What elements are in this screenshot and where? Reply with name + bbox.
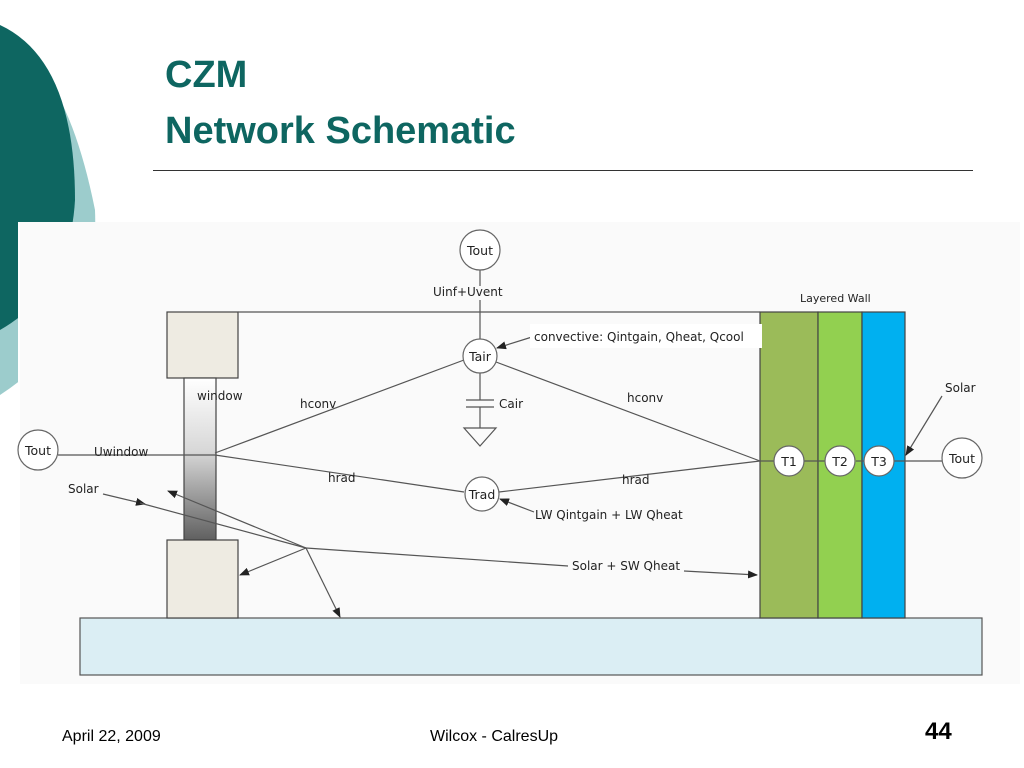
label-solar-right: Solar xyxy=(945,381,976,395)
node-t2: T2 xyxy=(824,445,856,477)
hconv-right-link xyxy=(495,361,761,462)
label-convective: convective: Qintgain, Qheat, Qcool xyxy=(534,330,744,344)
convective-label-bg xyxy=(530,324,762,348)
label-window: window xyxy=(197,389,243,403)
svg-text:T1: T1 xyxy=(780,454,797,469)
reflect-window-arrow xyxy=(167,490,307,549)
label-hrad-right: hrad xyxy=(622,473,650,487)
floor-slab xyxy=(79,617,983,676)
svg-text:Trad: Trad xyxy=(468,487,496,502)
title-divider xyxy=(153,170,973,171)
node-trad: Trad xyxy=(464,476,500,512)
slide-title-line1: CZM xyxy=(165,54,248,96)
window-upper-frame xyxy=(166,311,239,379)
label-solar-sw: Solar + SW Qheat xyxy=(572,559,680,573)
hconv-left-link xyxy=(214,359,465,454)
page-number: 44 xyxy=(925,718,952,745)
svg-text:T3: T3 xyxy=(870,454,887,469)
window-glass xyxy=(183,377,217,541)
ground-symbol xyxy=(462,427,498,447)
label-cair: Cair xyxy=(499,397,523,411)
solar-left-arrow xyxy=(102,493,146,506)
svg-text:Tair: Tair xyxy=(468,349,492,364)
solar-sw-arrow xyxy=(683,570,758,579)
node-tair: Tair xyxy=(462,338,498,374)
label-hconv-left: hconv xyxy=(300,397,336,411)
label-lw-gains: LW Qintgain + LW Qheat xyxy=(535,508,683,522)
label-uinf-uvent: Uinf+Uvent xyxy=(433,285,503,299)
label-hrad-left: hrad xyxy=(328,471,356,485)
solar-beam xyxy=(139,502,307,549)
solar-right-arrow xyxy=(905,395,943,456)
footer-date: April 22, 2009 xyxy=(62,728,161,745)
label-solar-left: Solar xyxy=(68,482,99,496)
reflect-frame-arrow xyxy=(239,547,307,576)
svg-text:T2: T2 xyxy=(831,454,848,469)
svg-text:Tout: Tout xyxy=(466,243,493,258)
footer-author: Wilcox - CalresUp xyxy=(430,728,559,745)
hrad-left-link xyxy=(214,454,465,493)
window-lower-frame xyxy=(166,539,239,619)
label-uwindow: Uwindow xyxy=(94,445,148,459)
node-tout-right: Tout xyxy=(941,437,983,479)
node-t1: T1 xyxy=(773,445,805,477)
hrad-right-link xyxy=(498,460,761,493)
label-layered-wall: Layered Wall xyxy=(800,292,871,305)
svg-text:Tout: Tout xyxy=(24,443,51,458)
node-tout-left: Tout xyxy=(17,429,59,471)
reflect-floor-arrow xyxy=(305,547,341,618)
node-tout-top: Tout xyxy=(459,229,501,271)
svg-text:Tout: Tout xyxy=(948,451,975,466)
slide-title-line2: Network Schematic xyxy=(165,110,516,152)
convective-arrow xyxy=(496,336,533,350)
solar-sw-link xyxy=(305,547,569,567)
lw-gains-arrow xyxy=(499,498,535,513)
node-t3: T3 xyxy=(863,445,895,477)
label-hconv-right: hconv xyxy=(627,391,663,405)
